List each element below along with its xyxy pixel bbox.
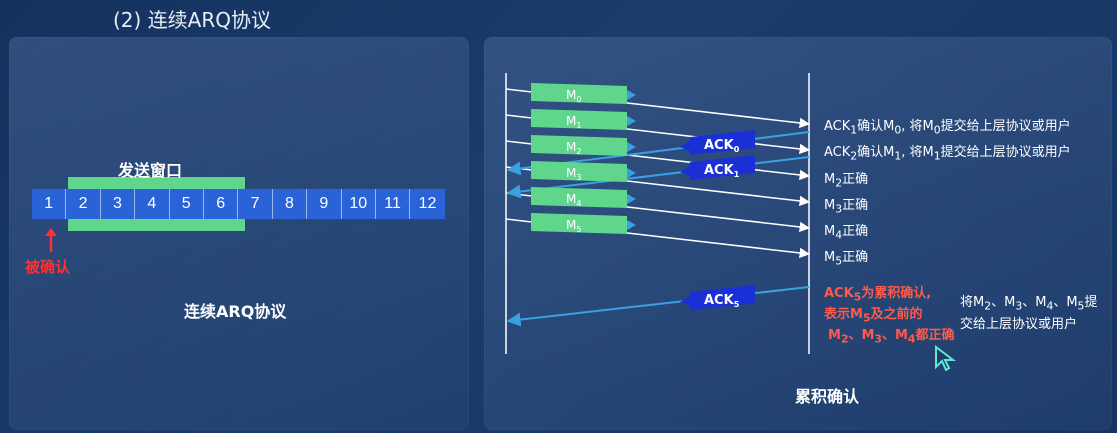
frame-m3: M3 [531,161,636,182]
annotation-ack1: ACK1确认M0, 将M0提交给上层协议或用户 [824,119,1071,137]
confirmed-arrow-icon [45,228,57,252]
cumulative-note-line2: 表示M5及之前的 [824,307,923,325]
deliver-note-line2: 交给上层协议或用户 [960,317,1078,332]
svg-text:ACK5: ACK5 [704,293,740,309]
frame-m5: M5 [531,213,636,234]
svg-text:M4: M4 [566,192,581,208]
confirmed-label: 被确认 [25,258,71,276]
sliding-window-panel [9,37,469,430]
svg-text:M2: M2 [566,140,581,156]
right-caption: 累积确认 [795,387,860,406]
annotation-m2: M2正确 [824,172,869,190]
svg-text:ACK1: ACK1 [704,163,740,179]
svg-text:ACK0: ACK0 [704,138,740,154]
ack-line-1 [506,156,810,199]
ack-line-5 [506,286,810,327]
sequence-cell: 9 [307,189,342,219]
sequence-cell: 5 [169,189,204,219]
sequence-cell: 1 [32,189,67,219]
annotation-m5: M5正确 [824,250,869,268]
svg-text:M0: M0 [566,88,581,104]
ack-label-5: ACK5 [680,285,755,310]
send-window-label: 发送窗口 [118,161,183,180]
ack-label-1: ACK1 [680,155,755,180]
annotation-m3: M3正确 [824,198,869,216]
cumulative-note-line3: M2、M3、M4都正确 [828,328,955,346]
ack-label-0: ACK0 [680,130,755,155]
frame-m0: M0 [531,83,636,104]
frame-m4: M4 [531,187,636,208]
section-heading: (2) 连续ARQ协议 [113,8,272,32]
cumulative-note-line1: ACK5为累积确认, [824,286,932,304]
frame-m2: M2 [531,135,636,156]
svg-text:M3: M3 [566,166,581,182]
sequence-cell: 4 [135,189,170,219]
sequence-cell: 2 [66,189,101,219]
sequence-cell: 8 [272,189,308,219]
sequence-cell: 12 [410,189,445,219]
svg-text:M1: M1 [566,114,581,130]
annotation-ack2: ACK2确认M1, 将M1提交给上层协议或用户 [824,145,1071,163]
sequence-cell: 6 [203,189,239,219]
svg-text:M5: M5 [566,218,581,234]
sequence-cell: 10 [341,189,376,219]
sequence-cell: 11 [375,189,411,219]
frame-m1: M1 [531,109,636,130]
left-caption: 连续ARQ协议 [184,302,287,321]
mouse-cursor-icon [935,345,956,371]
annotation-m4: M4正确 [824,224,869,242]
deliver-note-line1: 将M2、M3、M4、M5提 [960,295,1098,313]
sequence-cell: 7 [238,189,273,219]
sequence-cell: 3 [100,189,136,219]
